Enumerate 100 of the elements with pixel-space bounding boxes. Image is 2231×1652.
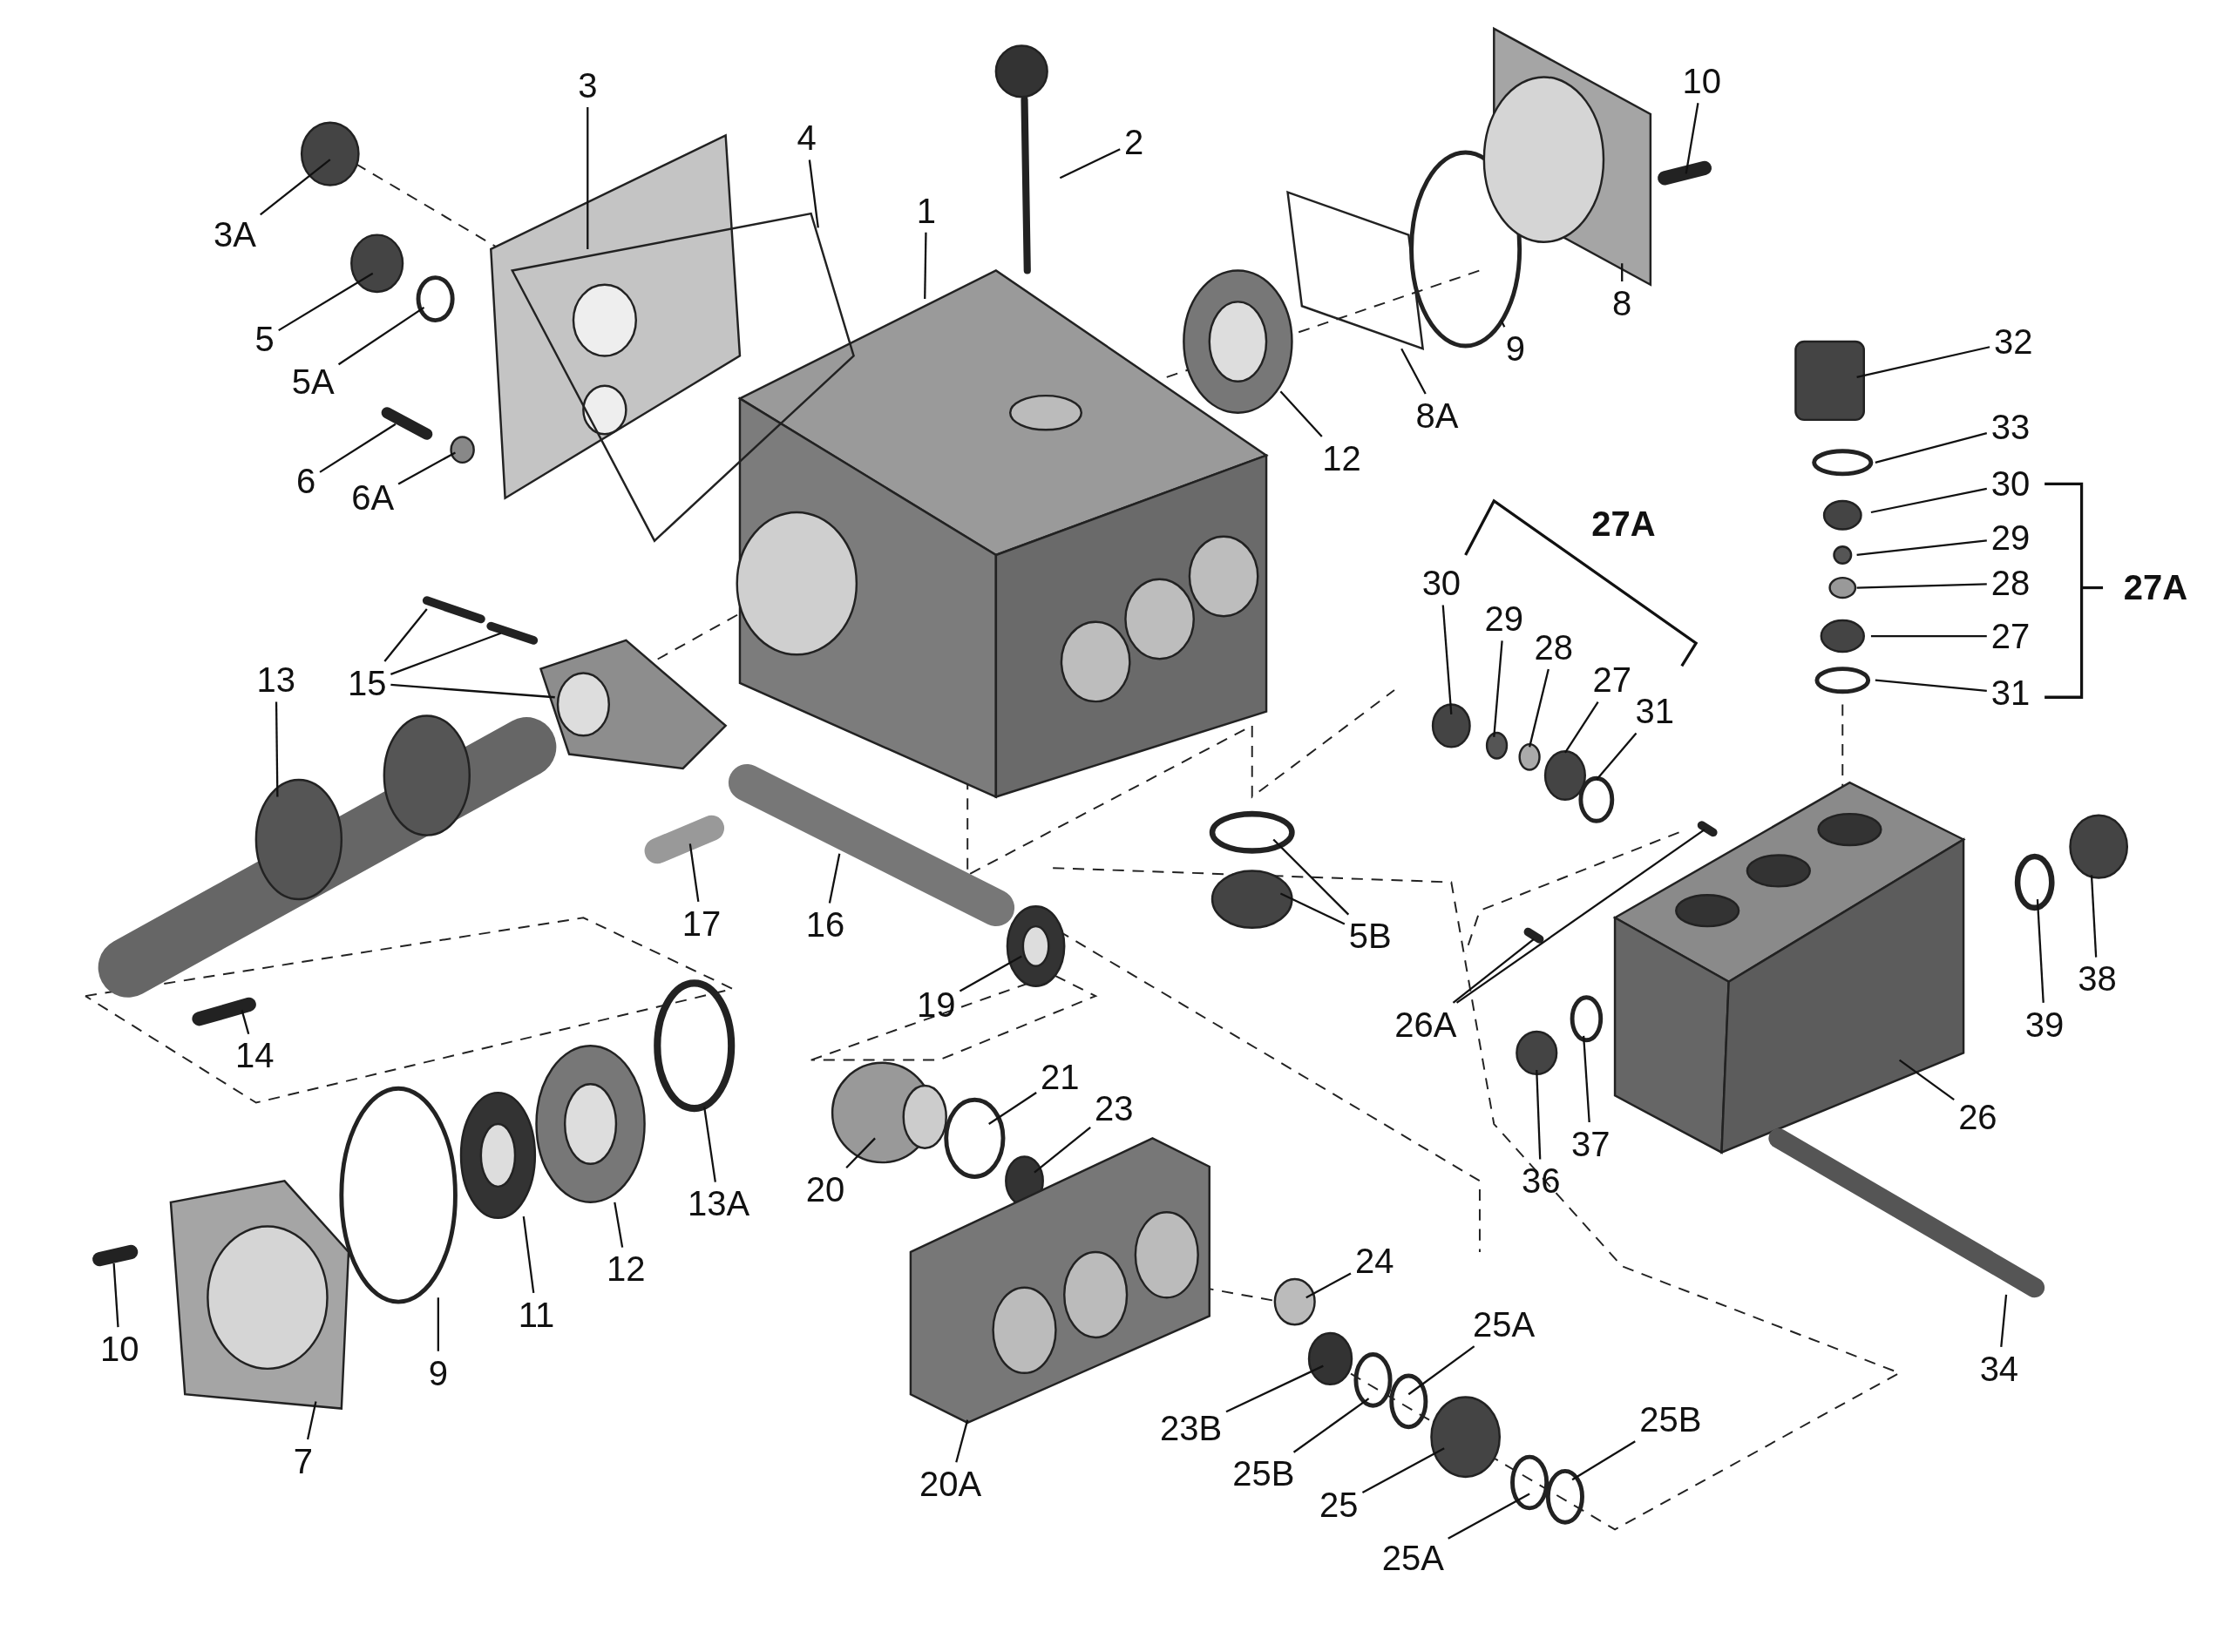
leader-line [587, 107, 589, 249]
leader-line [688, 843, 700, 903]
callout-number: 30 [1421, 565, 1461, 601]
leader-line [1441, 605, 1453, 714]
callout-number: 25B [1232, 1456, 1295, 1492]
callout-number: 20A [919, 1466, 982, 1501]
leader-line [1685, 103, 1699, 174]
leader-line [306, 1401, 317, 1440]
leader-line [1225, 1364, 1324, 1413]
callout-number: 27 [1592, 662, 1632, 698]
leader-line [959, 955, 1022, 992]
leader-line [614, 1202, 624, 1248]
leader-line [1279, 390, 1323, 437]
callout-number: 24 [1354, 1242, 1394, 1278]
leader-line [1583, 1035, 1590, 1123]
callout-number: 13 [256, 662, 295, 698]
leader-line [1856, 583, 1987, 589]
leader-line [1455, 829, 1705, 1004]
callout-number: 28 [1534, 629, 1574, 665]
callout-number: 20 [805, 1171, 845, 1207]
leader-line [112, 1263, 119, 1328]
callout-number: 9 [1505, 331, 1525, 366]
callout-number: 28 [1990, 565, 2031, 601]
callout-number: 1 [916, 193, 936, 228]
leader-line [1595, 732, 1638, 781]
leader-line [1272, 838, 1350, 916]
leader-line [275, 701, 279, 797]
leader-line [924, 232, 927, 300]
group-label: 27A [1591, 505, 1656, 541]
callout-number: 4 [797, 120, 817, 156]
callout-number: 10 [1682, 64, 1721, 99]
leader-line [437, 1297, 439, 1351]
leader-line [1059, 148, 1121, 179]
callout-number: 21 [1041, 1059, 1080, 1094]
leader-line [1875, 679, 1987, 692]
callout-number: 23B [1159, 1411, 1223, 1446]
callout-number: 32 [1993, 323, 2033, 359]
callout-number: 9 [428, 1355, 448, 1391]
callout-number: 16 [805, 907, 845, 943]
callout-number: 7 [293, 1443, 313, 1479]
callout-number: 30 [1990, 466, 2031, 502]
callout-number: 37 [1571, 1126, 1611, 1161]
leader-line [1292, 1398, 1370, 1453]
leader-line [319, 423, 397, 473]
leader-line [337, 306, 425, 366]
callout-number: 3 [578, 67, 598, 103]
leader-line [1536, 1069, 1542, 1160]
callout-number: 12 [1322, 440, 1361, 476]
leader-line [1856, 539, 1987, 557]
leader-line [1279, 892, 1346, 925]
leader-line [2090, 875, 2098, 958]
callout-number: 25A [1473, 1307, 1536, 1342]
callout-number: 3A [213, 217, 256, 253]
callout-number: 8 [1612, 285, 1632, 321]
callout-number: 34 [1979, 1351, 2019, 1386]
callout-number: 25A [1381, 1540, 1444, 1575]
leader-line [1034, 1127, 1091, 1174]
callout-number: 39 [2024, 1006, 2065, 1042]
leader-line [1500, 320, 1506, 328]
callout-number: 14 [235, 1038, 275, 1073]
callout-number: 36 [1521, 1163, 1561, 1199]
leader-line [1870, 487, 1987, 514]
leader-line [278, 272, 374, 332]
callout-number: 19 [917, 986, 956, 1022]
callout-number: 26A [1394, 1006, 1457, 1042]
leader-line [260, 159, 331, 216]
callout-number: 5 [254, 321, 275, 356]
callout-number: 10 [99, 1330, 139, 1366]
callout-number: 31 [1635, 694, 1674, 729]
callout-number: 27 [1990, 618, 2031, 653]
callout-number: 5B [1348, 918, 1392, 954]
callout-number: 33 [1990, 409, 2031, 444]
callout-number: 12 [607, 1251, 646, 1287]
leader-line [390, 683, 555, 699]
callout-number: 25B [1639, 1402, 1702, 1438]
leader-line [955, 1419, 969, 1463]
leader-line [1305, 1272, 1352, 1299]
callout-number: 15 [347, 665, 387, 701]
leader-line [241, 1010, 250, 1035]
callout-number: 5A [291, 363, 335, 399]
callout-number: 29 [1484, 601, 1523, 637]
group-label: 27A [2123, 570, 2188, 606]
callout-number: 38 [2078, 961, 2117, 997]
leader-line [703, 1107, 716, 1182]
leader-line [1621, 263, 1624, 282]
leader-line [828, 853, 841, 904]
leader-line [1571, 1440, 1636, 1481]
callout-number: 29 [1990, 520, 2031, 556]
leader-line [1529, 668, 1549, 748]
callout-number: 26 [1958, 1099, 1997, 1134]
callout-number: 6 [295, 463, 316, 498]
callout-number: 23 [1095, 1090, 1134, 1126]
leader-line [1407, 1345, 1475, 1396]
leader-line [1856, 346, 1990, 378]
leader-line [522, 1216, 535, 1294]
leader-line [1400, 348, 1427, 395]
leader-line [1870, 634, 1987, 638]
callout-number: 25 [1319, 1487, 1359, 1523]
callout-number: 13A [687, 1186, 750, 1222]
leader-line [845, 1137, 876, 1169]
